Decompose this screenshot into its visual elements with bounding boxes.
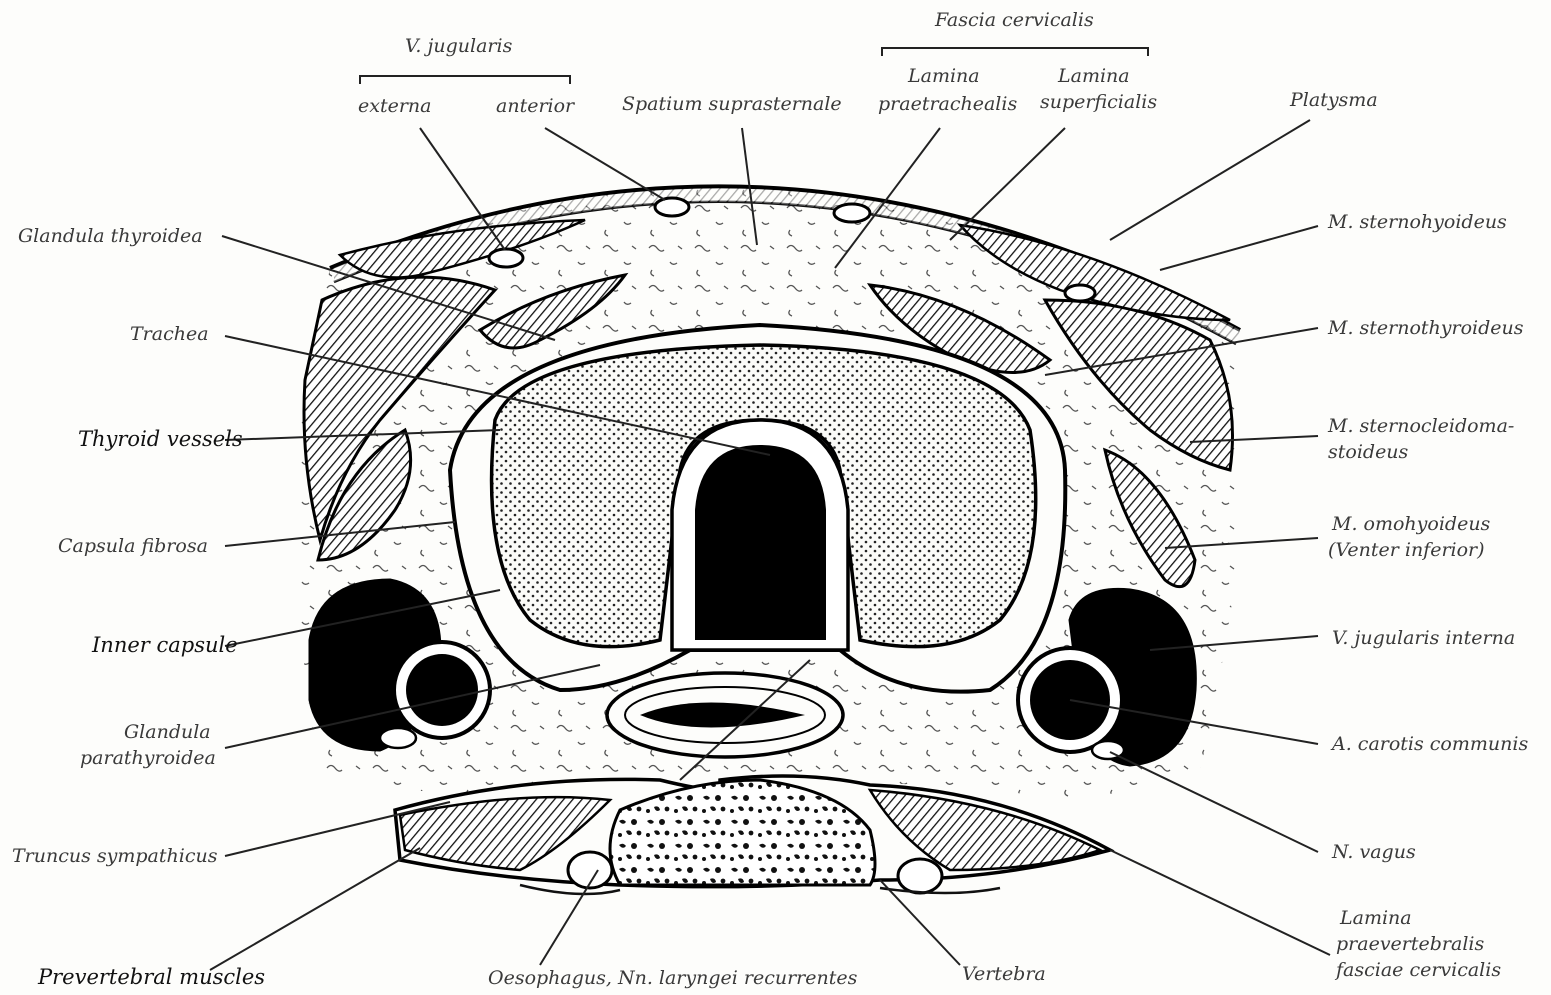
label-lamina-sup-2: superficialis [1040,91,1157,113]
label-capsula-fibrosa: Capsula fibrosa [58,535,208,557]
left-vagus [380,728,416,748]
label-m-sternohyoideus: M. sternohyoideus [1327,211,1507,233]
label-a-carotis-communis: A. carotis communis [1330,733,1528,755]
trachea [672,420,848,650]
label-platysma: Platysma [1289,89,1378,111]
label-vertebra: Vertebra [962,963,1046,985]
label-inner-capsule: Inner capsule [91,633,238,657]
label-lamina-praevert-3: fasciae cervicalis [1334,959,1501,981]
label-scm-1: M. sternocleidoma- [1327,415,1514,437]
label-omohyoideus-2: (Venter inferior) [1328,539,1485,561]
label-lamina-sup-1: Lamina [1057,65,1130,87]
label-glandula-para-2: parathyroidea [80,747,216,769]
label-v-jugularis: V. jugularis [405,35,513,57]
oesophagus [607,673,843,757]
label-lamina-prae-2: praetrachealis [878,93,1017,115]
label-prevertebral-muscles: Prevertebral muscles [37,965,265,989]
vertebra-region [395,776,1110,894]
label-externa: externa [358,95,432,117]
label-truncus-sympathicus: Truncus sympathicus [12,845,218,867]
label-m-sternothyroideus: M. sternothyroideus [1327,317,1524,339]
label-oesophagus: Oesophagus, Nn. laryngei recurrentes [488,967,858,989]
label-lamina-praevert-2: praevertebralis [1336,933,1484,955]
label-thyroid-vessels: Thyroid vessels [78,427,243,451]
label-v-jugularis-interna: V. jugularis interna [1332,627,1515,649]
label-scm-2: stoideus [1328,441,1409,463]
label-omohyoideus-1: M. omohyoideus [1331,513,1491,535]
label-lamina-praevert-1: Lamina [1339,907,1412,929]
label-trachea: Trachea [130,323,209,345]
label-anterior: anterior [496,95,576,117]
label-spatium-suprasternale: Spatium suprasternale [622,93,842,115]
label-glandula-thyroidea: Glandula thyroidea [18,225,203,247]
label-fascia-cervicalis: Fascia cervicalis [934,9,1094,31]
label-n-vagus: N. vagus [1331,841,1416,863]
label-glandula-para-1: Glandula [124,721,211,743]
label-lamina-prae-1: Lamina [907,65,980,87]
